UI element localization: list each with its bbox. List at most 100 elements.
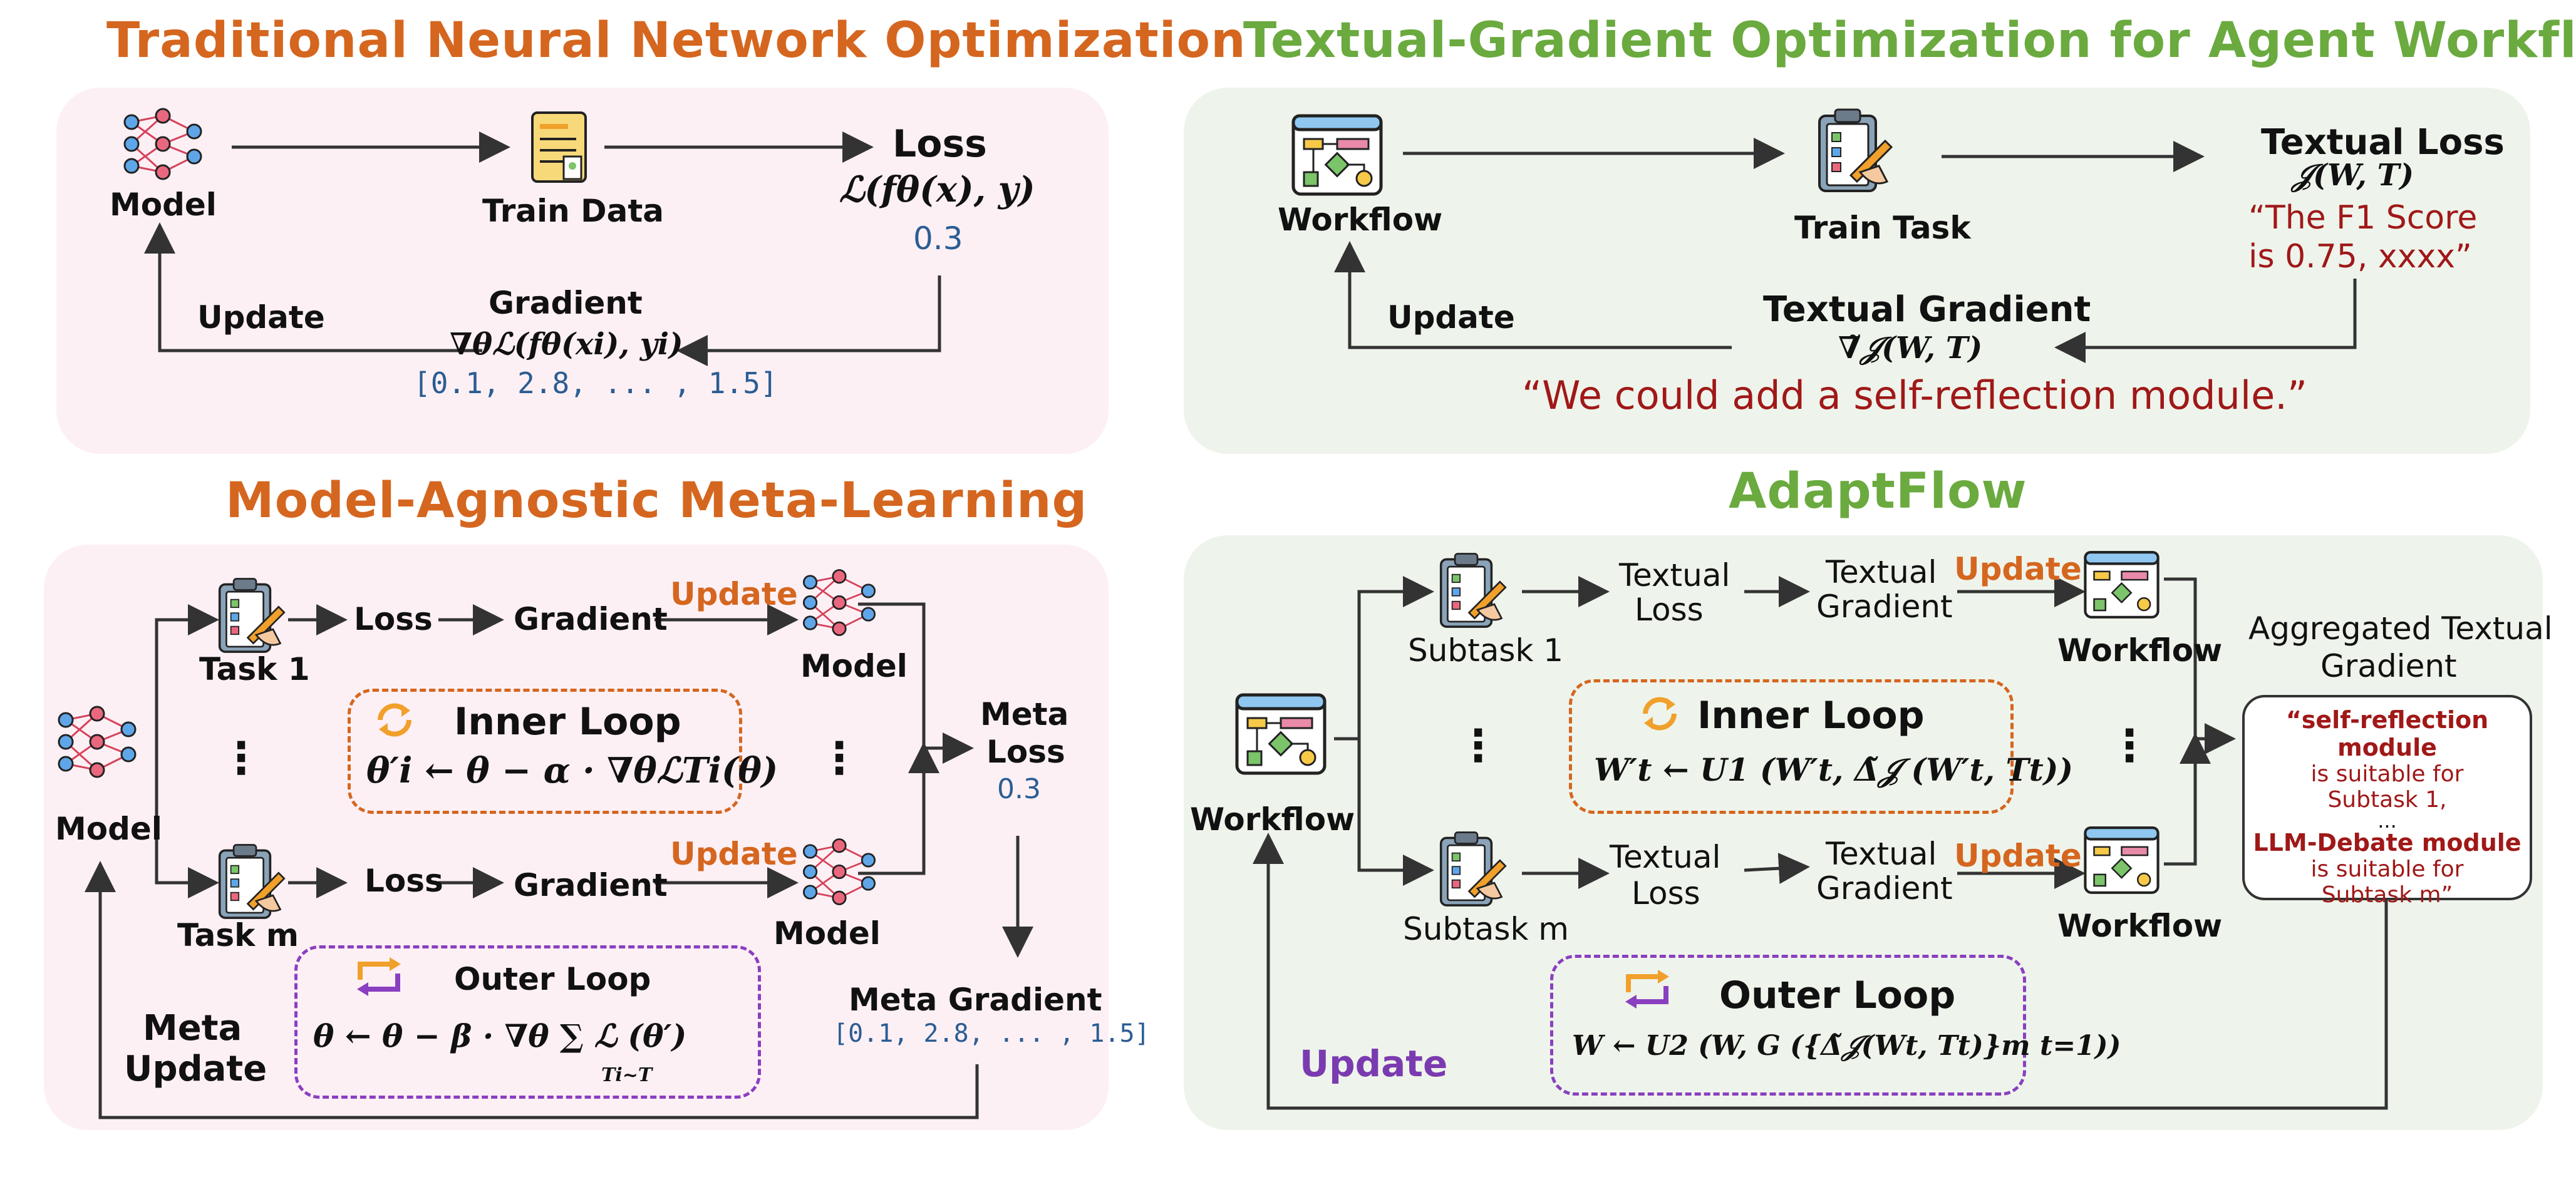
adaptflow-agg-label-2: Gradient [2320,648,2457,684]
adaptflow-textual-loss-top-1: Textual [1619,557,1730,593]
loop-icon [357,957,401,996]
tradnn-loss-formula: ℒ(fθ(x), y) [839,169,1035,210]
maml-meta-loss-1: Meta [980,696,1069,732]
textgrad-gradient-quote: “We could add a self-reflection module.” [1522,372,2308,418]
workflow-window-icon [2084,826,2160,894]
adaptflow-textual-loss-bottom-1: Textual [1610,839,1721,875]
neural-network-icon [123,108,202,180]
fb-line-3: Subtask 1, [2327,787,2447,813]
maml-inner-loop-label: Inner Loop [454,700,681,744]
maml-update-bottom: Update [670,836,798,872]
adaptflow-subtask1-label: Subtask 1 [1408,632,1564,669]
adaptflow-textual-grad-bottom-1: Textual [1826,836,1937,872]
maml-meta-loss-value: 0.3 [997,773,1041,805]
adaptflow-dots-left: ⋮ [1456,720,1500,771]
tradnn-update-label: Update [197,299,325,336]
adaptflow-workflow-bottom-label: Workflow [2057,908,2223,944]
fb-line-4: ... [2377,809,2397,833]
adaptflow-title: AdaptFlow [1729,463,2027,520]
adaptflow-textual-grad-top-1: Textual [1826,554,1937,590]
fb-line-1: “self-reflection module [2285,706,2489,761]
maml-loss-top: Loss [354,601,433,637]
document-icon [531,111,587,183]
tradnn-gradient-formula: ∇θℒ(fθ(xi), yi) [450,327,683,362]
fb-line-7: Subtask m” [2321,882,2453,908]
tradnn-gradient-values: [0.1, 2.8, ... , 1.5] [413,366,778,400]
textgrad-loss-quote-2: is 0.75, xxxx” [2248,238,2472,275]
loop-icon [1625,970,1669,1009]
tradnn-title: Traditional Neural Network Optimization [106,13,1246,69]
adaptflow-textual-grad-bottom-2: Gradient [1816,870,1953,907]
textgrad-loss-quote-1: “The F1 Score [2248,199,2478,237]
maml-outer-formula: θ ← θ − β · ∇θ ∑ ℒ (θ′) [313,1017,687,1054]
workflow-window-icon [1291,114,1383,196]
textgrad-loss-formula: 𝒥(W, T) [2292,158,2414,193]
fb-line-5: LLM-Debate module [2253,829,2522,856]
adaptflow-outer-loop-box [1550,955,2026,1096]
neural-network-icon [802,838,876,905]
textgrad-gradient-formula: ∇̃𝒥(W, T) [1838,331,1983,366]
clipboard-task-icon [218,844,286,919]
tradnn-loss-value: 0.3 [913,220,963,257]
textgrad-train-task-label: Train Task [1794,210,1971,246]
adaptflow-inner-loop-box [1569,679,2014,814]
textgrad-textual-gradient-label: Textual Gradient [1763,289,2091,330]
tradnn-model-label: Model [110,187,217,223]
maml-dots-right: ⋮ [817,732,861,784]
maml-meta-update-2: Update [124,1049,267,1089]
maml-meta-gradient-label: Meta Gradient [849,982,1102,1018]
maml-taskm-label: Task m [177,917,299,953]
maml-update-top: Update [670,576,798,612]
neural-network-icon [58,706,137,778]
adaptflow-workflow-label: Workflow [1190,801,1355,838]
adaptflow-agg-label-1: Aggregated Textual [2248,610,2553,647]
clipboard-task-icon [1818,108,1893,192]
adaptflow-update-top: Update [1954,551,2082,587]
fb-line-2: is suitable for [2310,761,2464,787]
maml-outer-loop-box [294,945,761,1099]
maml-loss-bottom: Loss [365,863,443,899]
workflow-window-icon [1235,693,1327,775]
refresh-icon [378,703,411,737]
textgrad-workflow-label: Workflow [1278,202,1443,238]
tradnn-loss-label: Loss [892,122,987,166]
maml-meta-gradient-values: [0.1, 2.8, ... , 1.5] [833,1019,1150,1048]
maml-model-label: Model [55,811,162,847]
adaptflow-outer-loop-label: Outer Loop [1719,974,1956,1017]
maml-meta-loss-2: Loss [986,734,1065,770]
adaptflow-update-bottom: Update [1954,838,2082,874]
maml-outer-loop-label: Outer Loop [454,961,651,997]
clipboard-task-icon [1439,831,1507,907]
maml-task1-label: Task 1 [199,651,310,687]
maml-dots-left: ⋮ [219,732,263,784]
neural-network-icon [802,569,876,636]
textgrad-textual-loss-label: Textual Loss [2261,122,2505,163]
textgrad-update-label: Update [1387,299,1515,336]
maml-title: Model-Agnostic Meta-Learning [225,473,1088,529]
maml-meta-update-1: Meta [143,1008,242,1049]
adaptflow-inner-formula: W′t ← U1 (W′t, Δ̃𝒥 (W′t, Tt)) [1594,751,2074,788]
adaptflow-outer-formula: W ← U2 (W, G ({Δ̃𝒥(Wt, Tt)}m t=1)) [1572,1030,2121,1062]
fb-line-6: is suitable for [2310,856,2464,882]
maml-model-top-label: Model [800,648,908,684]
tradnn-train-data-label: Train Data [482,193,665,229]
maml-gradient-top: Gradient [514,601,668,637]
tradnn-gradient-label: Gradient [489,285,643,321]
maml-gradient-bottom: Gradient [514,867,668,903]
adaptflow-textual-grad-top-2: Gradient [1816,588,1953,625]
workflow-window-icon [2084,551,2160,619]
adaptflow-subtaskm-label: Subtask m [1403,911,1570,947]
adaptflow-dots-right: ⋮ [2108,720,2151,771]
maml-inner-formula: θ′i ← θ − α · ∇θℒTi(θ) [366,750,778,791]
maml-outer-sub: Ti~T [601,1064,653,1086]
adaptflow-outer-update: Update [1300,1042,1448,1085]
adaptflow-aggregated-feedback-box: “self-reflection module is suitable for … [2242,695,2532,908]
maml-inner-loop-box [348,689,742,814]
refresh-icon [1643,697,1677,731]
adaptflow-textual-loss-top-2: Loss [1635,592,1704,628]
adaptflow-textual-loss-bottom-2: Loss [1632,875,1700,912]
clipboard-task-icon [1439,553,1507,628]
adaptflow-inner-loop-label: Inner Loop [1697,694,1925,737]
textgrad-title: Textual-Gradient Optimization for Agent … [1243,13,2576,69]
